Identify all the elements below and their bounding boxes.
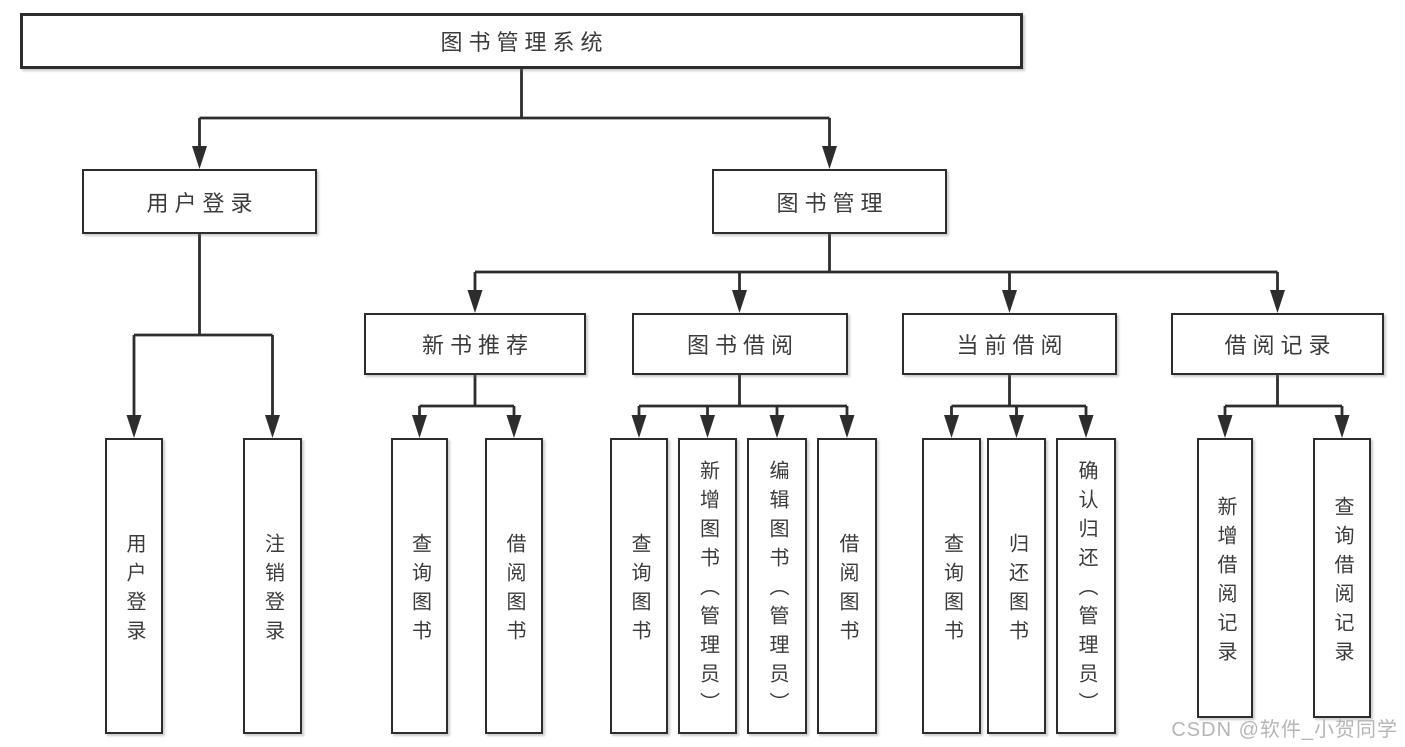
node-label: 查询图书 [408,532,431,649]
node-borrow-records: 借阅记录 [1171,313,1384,375]
leaf-add-borrow-record: 新增借阅记录 [1197,438,1253,718]
leaf-borrow-books-recommend: 借阅图书 [485,438,543,734]
node-label: 借阅图书 [503,532,525,649]
node-label: 借阅记录 [1224,333,1337,358]
node-label: 编辑图书（管理员） [766,460,788,721]
node-label: 图书管理系统 [440,30,609,55]
node-label: 新增借阅记录 [1214,495,1236,670]
leaf-user-login: 用户登录 [105,438,163,734]
node-label: 图书借阅 [686,333,799,358]
node-label: 借阅图书 [836,532,858,649]
leaf-logout: 注销登录 [243,438,302,734]
leaf-borrow-books: 借阅图书 [817,438,877,734]
leaf-query-books-recommend: 查询图书 [391,438,448,734]
node-label: 确认归还（管理员） [1075,460,1097,721]
node-label: 查询借阅记录 [1331,495,1353,670]
leaf-confirm-return-admin: 确认归还（管理员） [1056,438,1116,734]
node-label: 新书推荐 [421,333,534,358]
node-label: 查询图书 [940,532,963,649]
node-label: 归还图书 [1005,532,1028,649]
node-user-login: 用户登录 [82,169,317,234]
watermark: CSDN @软件_小贺同学 [1171,719,1398,741]
leaf-query-books-current: 查询图书 [922,438,981,734]
node-library-management-system: 图书管理系统 [20,13,1023,69]
node-label: 注销登录 [261,532,284,649]
node-label: 用户登录 [123,532,145,649]
node-label: 图书管理 [776,190,889,216]
leaf-query-books-borrow: 查询图书 [610,438,668,734]
node-new-book-recommend: 新书推荐 [364,313,586,375]
node-label: 新增图书（管理员） [696,460,719,721]
leaf-add-books-admin: 新增图书（管理员） [678,438,737,734]
node-book-management: 图书管理 [712,169,947,234]
leaf-edit-books-admin: 编辑图书（管理员） [747,438,807,734]
leaf-query-borrow-record: 查询借阅记录 [1313,438,1371,718]
node-label: 用户登录 [146,190,259,216]
node-book-borrow: 图书借阅 [632,313,848,375]
node-current-borrow: 当前借阅 [902,313,1117,375]
node-label: 当前借阅 [956,333,1069,358]
node-label: 查询图书 [628,532,650,649]
leaf-return-books: 归还图书 [987,438,1046,734]
